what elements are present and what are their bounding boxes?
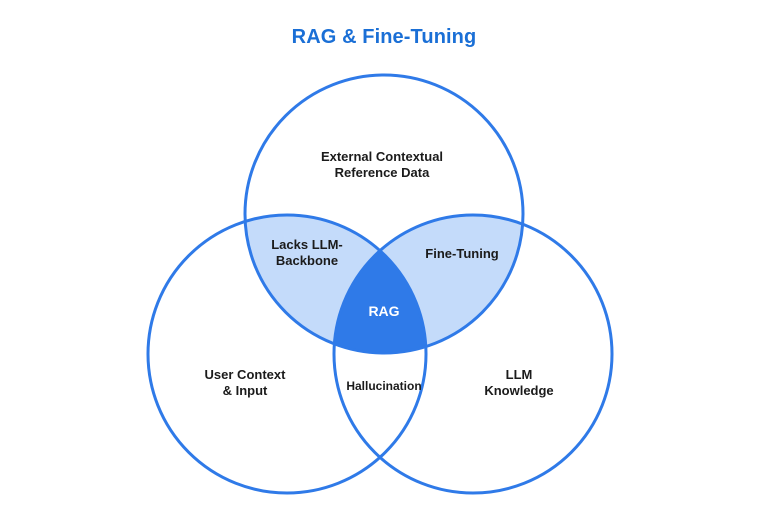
circle-left	[146, 213, 428, 495]
label-top-left-line2: Backbone	[276, 253, 338, 268]
label-left-line1: User Context	[205, 367, 287, 382]
label-top-left-line1: Lacks LLM-	[271, 237, 343, 252]
label-top-right: Fine-Tuning	[425, 246, 498, 261]
region-center-fill	[334, 215, 426, 353]
label-right-line1: LLM	[506, 367, 533, 382]
label-top-line2: Reference Data	[335, 165, 430, 180]
circle-top	[243, 73, 525, 355]
label-left-line2: & Input	[223, 383, 268, 398]
label-top-line1: External Contextual	[321, 149, 443, 164]
label-center: RAG	[368, 303, 399, 319]
diagram-title: RAG & Fine-Tuning	[291, 26, 477, 48]
label-bottom: Hallucination	[346, 379, 421, 393]
label-right-line2: Knowledge	[484, 383, 553, 398]
circle-right	[332, 213, 614, 495]
